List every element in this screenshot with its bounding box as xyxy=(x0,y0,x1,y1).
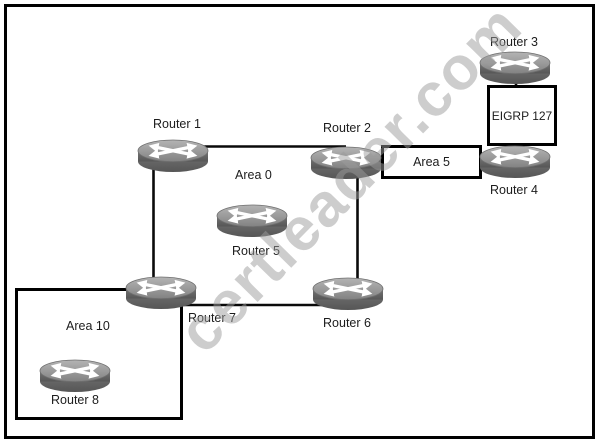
router-5-label: Router 5 xyxy=(232,244,280,258)
router-1-node xyxy=(137,139,209,173)
area5-box: Area 5 xyxy=(381,145,482,179)
eigrp127-label: EIGRP 127 xyxy=(491,108,553,123)
router-7-node xyxy=(125,276,197,310)
router-icon xyxy=(312,277,384,311)
area10-label: Area 10 xyxy=(66,319,110,333)
router-icon xyxy=(479,51,551,85)
area5-label: Area 5 xyxy=(413,155,450,169)
router-8-label: Router 8 xyxy=(51,393,99,407)
router-7-label: Router 7 xyxy=(188,311,236,325)
router-icon xyxy=(310,146,382,180)
router-2-label: Router 2 xyxy=(323,121,371,135)
diagram-border xyxy=(4,4,595,439)
router-8-node xyxy=(39,359,111,393)
router-3-node xyxy=(479,51,551,85)
router-6-label: Router 6 xyxy=(323,316,371,330)
router-icon xyxy=(137,139,209,173)
router-icon xyxy=(216,204,288,238)
eigrp127-box: EIGRP 127 xyxy=(487,85,557,146)
area10-box: Area 10 xyxy=(15,288,183,420)
area0-label: Area 0 xyxy=(235,168,272,182)
router-4-node xyxy=(479,145,551,179)
router-6-node xyxy=(312,277,384,311)
router-icon xyxy=(39,359,111,393)
router-5-node xyxy=(216,204,288,238)
router-4-label: Router 4 xyxy=(490,183,538,197)
router-2-node xyxy=(310,146,382,180)
router-icon xyxy=(125,276,197,310)
router-1-label: Router 1 xyxy=(153,117,201,131)
router-3-label: Router 3 xyxy=(490,35,538,49)
router-icon xyxy=(479,145,551,179)
